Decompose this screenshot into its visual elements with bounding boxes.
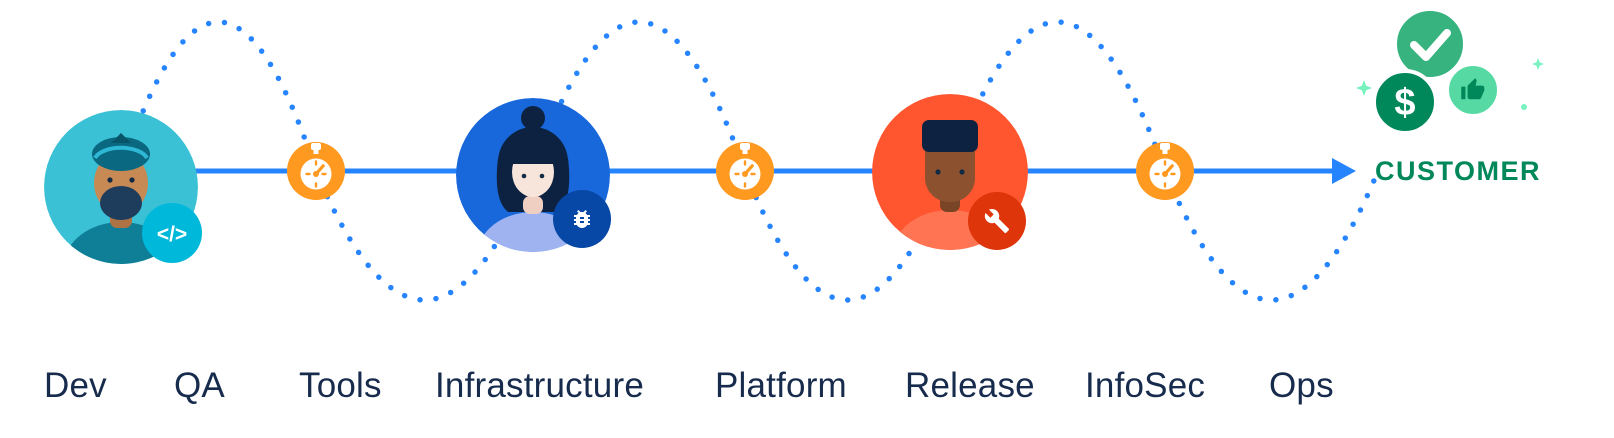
avatar-developer-eye-left bbox=[107, 177, 113, 183]
avatar-developer-eye-right bbox=[129, 177, 135, 183]
avatar-qa-bun bbox=[521, 106, 545, 130]
avatar-developer-turban-stripe bbox=[93, 145, 149, 160]
customer-cluster: $ CUSTOMER bbox=[1356, 7, 1544, 186]
avatar-developer-beard bbox=[100, 186, 142, 220]
avatar-release-hair bbox=[922, 120, 978, 152]
role-label-tools: Tools bbox=[299, 366, 382, 405]
stopwatch-icon bbox=[714, 140, 776, 202]
role-label-qa: QA bbox=[174, 366, 225, 405]
sparkle-dot bbox=[1521, 104, 1527, 110]
avatar-release-eye-left bbox=[935, 169, 941, 175]
role-label-ops: Ops bbox=[1269, 366, 1334, 405]
dollar-icon: $ bbox=[1372, 69, 1438, 135]
role-label-infosec: InfoSec bbox=[1085, 366, 1206, 405]
role-label-release: Release bbox=[905, 366, 1035, 405]
tools-badge-icon bbox=[968, 192, 1026, 250]
role-label-infrastructure: Infrastructure bbox=[435, 366, 644, 405]
customer-label: CUSTOMER bbox=[1375, 156, 1541, 186]
check-icon bbox=[1393, 7, 1467, 81]
avatar-qa-eye-left bbox=[521, 173, 527, 179]
sparkle-icon bbox=[1532, 58, 1544, 70]
dollar-glyph: $ bbox=[1394, 82, 1415, 124]
bug-badge-icon bbox=[553, 190, 611, 248]
avatar-qa-eye-right bbox=[539, 173, 545, 179]
stopwatch-icon bbox=[1134, 140, 1196, 202]
avatar-developer-turban bbox=[92, 137, 150, 171]
code-badge-icon: </> bbox=[142, 203, 202, 263]
avatar-developer-turban-knot bbox=[111, 133, 131, 143]
role-label-platform: Platform bbox=[715, 366, 847, 405]
thumbs-up-icon bbox=[1445, 62, 1501, 118]
code-badge-glyph: </> bbox=[157, 223, 187, 246]
avatar-release-eye-right bbox=[959, 169, 965, 175]
stopwatch-icon bbox=[285, 140, 347, 202]
sparkle-icon bbox=[1356, 80, 1372, 96]
role-label-dev: Dev bbox=[44, 366, 107, 405]
avatar-qa-neck bbox=[523, 196, 543, 214]
avatar-qa-fringe bbox=[512, 142, 554, 164]
arrow-head-icon bbox=[1332, 158, 1356, 184]
